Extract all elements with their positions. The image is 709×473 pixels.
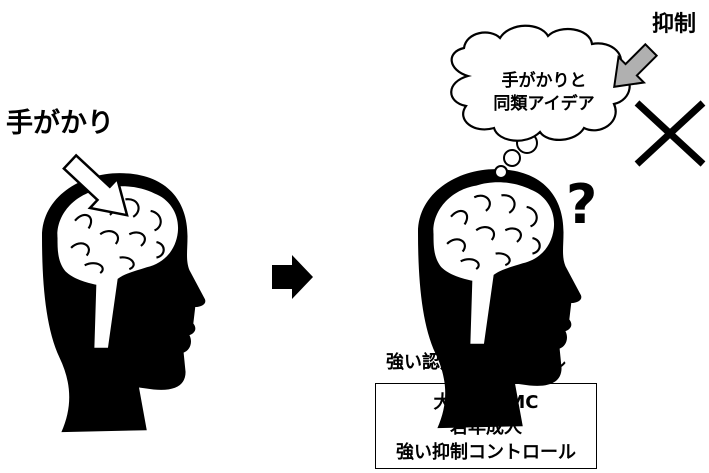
thought-line-1: 手がかりと	[501, 71, 587, 91]
condition-item: 若年成人	[450, 417, 522, 438]
condition-item: 大きいWMC	[433, 392, 539, 413]
thought-line-2: 同類アイデア	[493, 94, 595, 114]
cue-arrow-icon	[62, 153, 129, 217]
thought-cloud-text: 手がかりと 同類アイデア	[470, 70, 618, 116]
condition-box: 大きいWMC 若年成人 強い抑制コントロール	[375, 383, 597, 469]
condition-item: 強い抑制コントロール	[396, 442, 576, 463]
cue-label: 手がかり	[6, 108, 114, 139]
right-arrow-icon	[272, 255, 313, 299]
thought-cloud-icon	[450, 24, 631, 142]
question-mark: ?	[566, 173, 598, 236]
suppression-label: 抑制	[652, 12, 697, 37]
strong-control-label: 強い認知コントロール	[386, 352, 566, 373]
suppression-arrow-icon	[613, 42, 659, 88]
x-cross-icon	[634, 100, 706, 167]
